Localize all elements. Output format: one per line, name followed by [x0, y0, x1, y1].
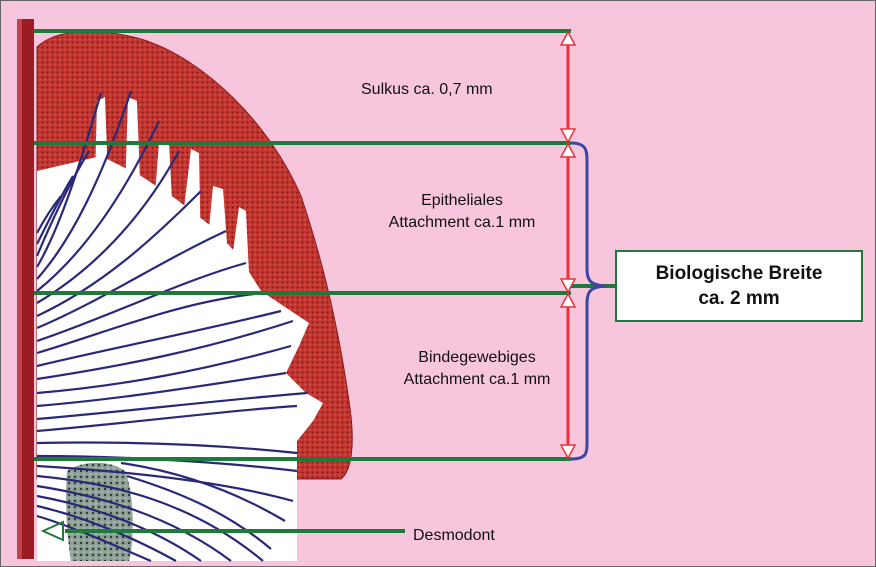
desmodont-label: Desmodont	[413, 525, 533, 547]
tooth-highlight	[17, 19, 22, 559]
biologic-width-line1: Biologische Breite	[656, 261, 823, 286]
sulcus-label: Sulkus ca. 0,7 mm	[361, 79, 541, 101]
biologic-width-box: Biologische Breite ca. 2 mm	[615, 250, 863, 322]
connective-line1: Bindegewebiges	[377, 347, 577, 369]
biologic-width-line2: ca. 2 mm	[698, 286, 779, 311]
connective-attachment-label: Bindegewebiges Attachment ca.1 mm	[377, 347, 577, 391]
epithelial-attachment-label: Epitheliales Attachment ca.1 mm	[367, 190, 557, 234]
epithelial-line2: Attachment ca.1 mm	[367, 212, 557, 234]
epithelial-line1: Epitheliales	[367, 190, 557, 212]
connective-line2: Attachment ca.1 mm	[377, 369, 577, 391]
